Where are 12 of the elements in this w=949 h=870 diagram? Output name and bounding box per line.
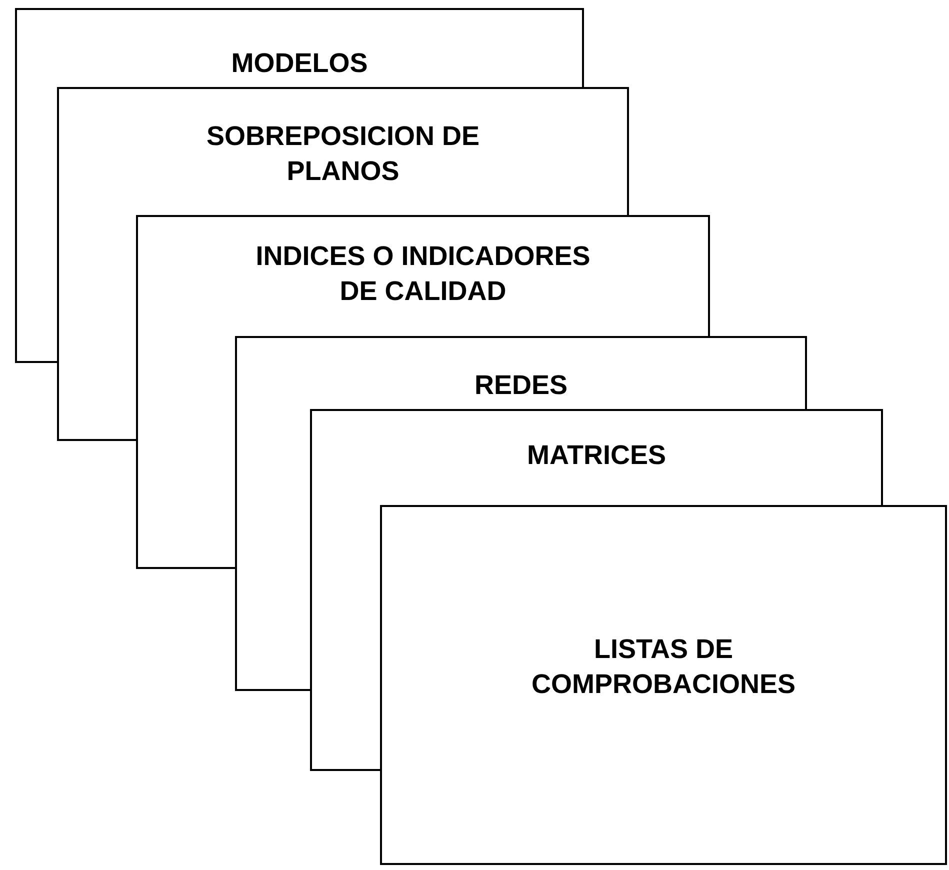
card-heading: MATRICES — [526, 439, 667, 472]
card-heading: MODELOS — [230, 47, 369, 80]
card — [235, 336, 807, 409]
card — [15, 8, 584, 87]
card-heading: SOBREPOSICION DE PLANOS — [205, 120, 481, 188]
card — [380, 505, 947, 865]
card-heading: LISTAS DE COMPROBACIONES — [530, 633, 796, 702]
card-heading: REDES — [473, 369, 569, 402]
card — [57, 87, 629, 215]
card — [136, 215, 710, 336]
card — [310, 409, 883, 505]
card-heading: INDICES O INDICADORES DE CALIDAD — [254, 240, 592, 308]
